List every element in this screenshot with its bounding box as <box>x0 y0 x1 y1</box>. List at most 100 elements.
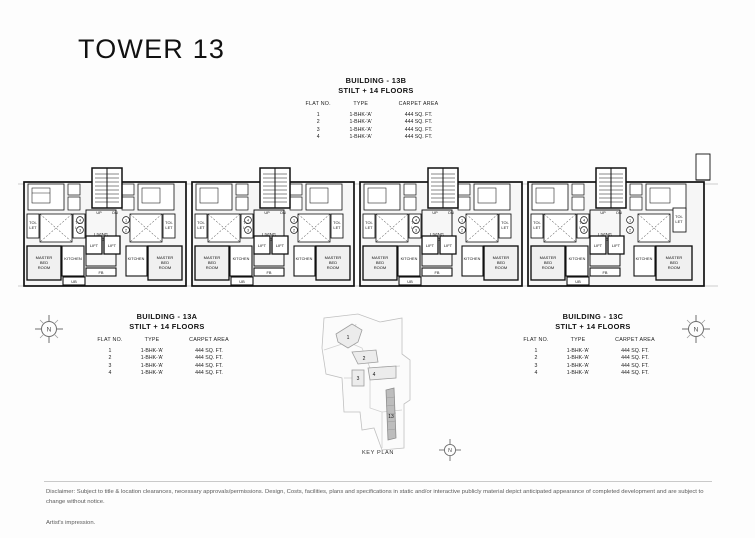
svg-text:LIVING: LIVING <box>262 232 276 237</box>
svg-text:TOI-: TOI- <box>365 220 373 225</box>
svg-text:LET: LET <box>533 225 541 230</box>
svg-text:2: 2 <box>125 228 127 232</box>
svg-text:LET: LET <box>501 225 509 230</box>
svg-text:1: 1 <box>461 218 463 222</box>
cell-flat-no: 1 <box>534 347 538 354</box>
table-row: 2 1-BHK-'A' 444 SQ. FT. <box>518 355 668 362</box>
svg-text:DN: DN <box>616 211 622 215</box>
cell-carpet-area: 444 SQ. FT. <box>621 355 649 362</box>
svg-text:TOI-: TOI- <box>165 220 173 225</box>
cell-type: 1-BHK-'A' <box>349 111 372 118</box>
building-floors-13a: STILT + 14 FLOORS <box>129 321 205 331</box>
cell-flat-no: 1 <box>108 347 112 354</box>
building-name-13a: BUILDING - 13A <box>136 312 198 321</box>
page-title: TOWER 13 <box>78 34 226 64</box>
cell-type: 1-BHK-'A' <box>566 370 590 376</box>
svg-text:MASTER: MASTER <box>204 255 221 260</box>
svg-text:FB: FB <box>99 270 104 275</box>
svg-text:3: 3 <box>583 228 585 232</box>
svg-text:TOI-: TOI- <box>197 220 205 225</box>
svg-text:1: 1 <box>347 335 350 341</box>
table-row: 1 1-BHK-'A' 444 SQ. FT. <box>300 111 452 118</box>
cell-carpet-area: 444 SQ. FT. <box>404 134 433 140</box>
table-row: 3 1-BHK-'A' 444 SQ. FT. <box>518 362 668 369</box>
cell-type: 1-BHK-'A' <box>566 362 590 369</box>
table-row: 4 1-BHK-'A' 444 SQ. FT. <box>92 369 242 376</box>
column-header-type: TYPE <box>353 101 369 108</box>
svg-text:MASTER: MASTER <box>325 255 342 260</box>
cell-type: 1-BHK-'A' <box>349 126 372 133</box>
svg-text:2: 2 <box>461 228 463 232</box>
spec-block-13b: BUILDING - 13B STILT + 14 FLOORS FLAT NO… <box>300 76 452 141</box>
spec-block-13c: BUILDING - 13C STILT + 14 FLOORS FLAT NO… <box>518 312 668 377</box>
svg-text:TOI-: TOI- <box>333 220 341 225</box>
cell-flat-no: 4 <box>108 370 112 376</box>
table-row: 4 1-BHK-'A' 444 SQ. FT. <box>518 369 668 376</box>
svg-text:DN: DN <box>448 211 454 215</box>
svg-text:DN: DN <box>280 211 286 215</box>
svg-text:BED: BED <box>544 260 552 265</box>
cell-flat-no: 2 <box>534 355 538 362</box>
key-plan-map: 1 2 3 4 13 <box>318 308 438 456</box>
building-name-13c: BUILDING - 13C <box>562 312 624 321</box>
svg-text:4: 4 <box>247 218 249 222</box>
svg-text:ROOM: ROOM <box>38 265 50 270</box>
svg-text:LIFT: LIFT <box>90 243 99 248</box>
svg-text:ROOM: ROOM <box>327 265 339 270</box>
svg-text:4: 4 <box>79 218 81 222</box>
spec-table-13b: FLAT NO. TYPE CARPET AREA 1 1-BHK-'A' 44… <box>300 101 452 141</box>
svg-text:LIVING: LIVING <box>430 232 444 237</box>
svg-text:FB: FB <box>435 270 440 275</box>
disclaimer-text: Disclaimer: Subject to title & location … <box>46 489 704 505</box>
cell-flat-no: 3 <box>316 126 320 133</box>
svg-text:LET: LET <box>29 225 37 230</box>
svg-text:ROOM: ROOM <box>495 265 507 270</box>
svg-text:2: 2 <box>363 356 366 362</box>
svg-text:4: 4 <box>373 372 376 378</box>
cell-flat-no: 3 <box>534 362 538 369</box>
svg-text:UP: UP <box>600 211 606 215</box>
north-arrow-left-icon: N <box>32 312 66 346</box>
cell-flat-no: 2 <box>316 119 320 126</box>
svg-text:KITCHEN: KITCHEN <box>464 257 481 261</box>
svg-text:MASTER: MASTER <box>493 255 510 260</box>
svg-text:UP: UP <box>432 211 438 215</box>
svg-text:ROOM: ROOM <box>374 265 386 270</box>
svg-text:LET: LET <box>165 225 173 230</box>
svg-text:2: 2 <box>629 228 631 232</box>
cell-carpet-area: 444 SQ. FT. <box>621 347 649 354</box>
table-header-row: FLAT NO. TYPE CARPET AREA <box>92 337 242 347</box>
cell-type: 1-BHK-'A' <box>566 355 590 362</box>
table-header-row: FLAT NO. TYPE CARPET AREA <box>518 337 668 347</box>
floor-plan-drawing: MASTER BED ROOM KITCHEN LIVING ROOM TOI-… <box>18 148 718 300</box>
column-header-flat-no: FLAT NO. <box>305 101 331 108</box>
svg-text:BED: BED <box>329 260 337 265</box>
apartment-blocks: MASTER BED ROOM KITCHEN LIVING ROOM TOI-… <box>23 153 711 287</box>
svg-text:UB: UB <box>575 279 581 284</box>
cell-flat-no: 1 <box>316 111 320 118</box>
svg-text:LET: LET <box>333 225 341 230</box>
svg-text:13: 13 <box>388 414 394 420</box>
svg-text:TOI-: TOI- <box>29 220 37 225</box>
svg-text:MASTER: MASTER <box>157 255 174 260</box>
svg-text:UB: UB <box>407 279 413 284</box>
cell-carpet-area: 444 SQ. FT. <box>404 126 433 133</box>
table-row: 3 1-BHK-'A' 444 SQ. FT. <box>300 126 452 133</box>
svg-text:BED: BED <box>376 260 384 265</box>
table-row: 2 1-BHK-'A' 444 SQ. FT. <box>92 355 242 362</box>
table-row: 1 1-BHK-'A' 444 SQ. FT. <box>92 347 242 354</box>
svg-text:BED: BED <box>40 260 48 265</box>
svg-text:MASTER: MASTER <box>36 255 53 260</box>
cell-carpet-area: 444 SQ. FT. <box>621 370 649 376</box>
svg-text:1: 1 <box>125 218 127 222</box>
svg-text:UB: UB <box>239 279 245 284</box>
svg-text:LIVING: LIVING <box>94 232 108 237</box>
svg-text:UB: UB <box>71 279 77 284</box>
column-header-type: TYPE <box>570 337 586 344</box>
column-header-carpet-area: CARPET AREA <box>189 337 229 344</box>
svg-text:FB: FB <box>603 270 608 275</box>
cell-carpet-area: 444 SQ. FT. <box>404 119 433 126</box>
svg-text:KITCHEN: KITCHEN <box>64 256 82 261</box>
svg-text:1: 1 <box>293 218 295 222</box>
